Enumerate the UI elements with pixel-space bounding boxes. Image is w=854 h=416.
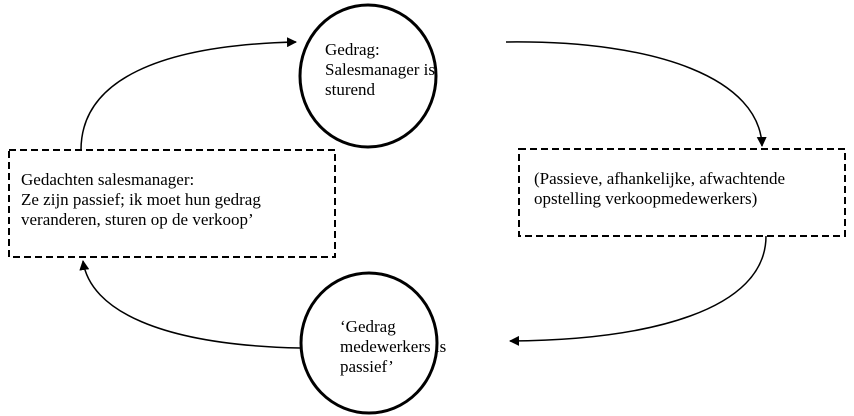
arrow-top-to-right [505,41,767,147]
top-node-line: sturend [325,80,376,99]
left-dashed-box [8,149,336,258]
left-node-line: veranderen, sturen op de verkoop’ [21,210,254,229]
arrow-right-to-bottom [509,235,767,346]
arrow-bottom-to-left [79,260,301,349]
top-ellipse [298,3,438,149]
top-node-text: Gedrag: Salesmanager is sturend [325,40,435,100]
top-node-line: Gedrag: [325,40,380,59]
right-node-text: (Passieve, afhankelijke, afwachtende ops… [534,169,785,209]
left-node-text: Gedachten salesmanager: Ze zijn passief;… [21,170,261,230]
top-node-line: Salesmanager is [325,60,435,79]
right-node-line: opstelling verkoopmedewerkers) [534,189,758,208]
bottom-node-line: medewerkers is [340,337,447,356]
bottom-ellipse [299,271,439,415]
bottom-node-line: passief’ [340,357,394,376]
right-node-line: (Passieve, afhankelijke, afwachtende [534,169,786,188]
right-dashed-box [518,148,846,237]
bottom-node-line: ‘Gedrag [340,317,396,336]
arrow-left-to-top [80,37,297,151]
left-node-line: Gedachten salesmanager: [21,170,195,189]
left-node-line: Ze zijn passief; ik moet hun gedrag [21,190,261,209]
bottom-node-text: ‘Gedrag medewerkers is passief’ [340,317,446,377]
